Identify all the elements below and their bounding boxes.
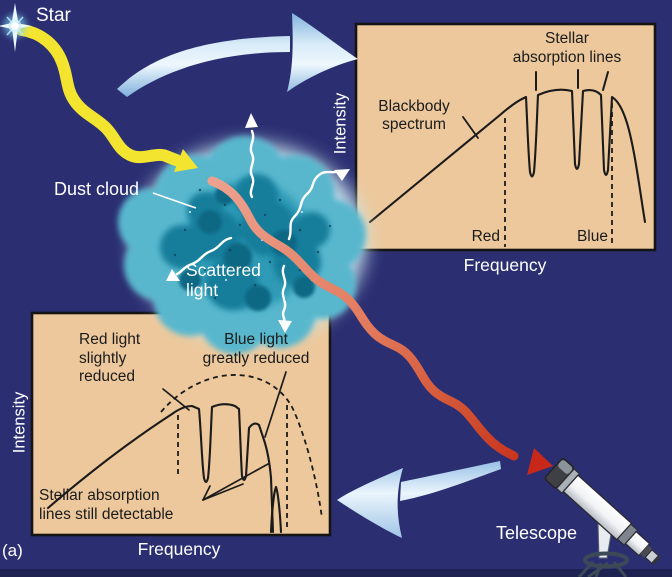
bottom-edge-band <box>0 569 672 577</box>
bottom-panel-x-axis-label: Frequency <box>137 539 221 559</box>
star-label: Star <box>36 5 71 26</box>
blackbody-spectrum-note: Blackbody spectrum <box>378 98 450 133</box>
bottom-panel-y-axis-label: Intensity <box>10 391 29 454</box>
scattered-light-label: Scattered light <box>186 260 261 300</box>
fork-line-3 <box>202 463 269 501</box>
telescope-icon <box>544 458 660 577</box>
yellow-arrowhead <box>174 149 198 172</box>
stellar-absorption-note: Stellar absorption lines <box>512 30 622 66</box>
top-panel-x-axis-label: Frequency <box>463 255 547 275</box>
scatter-arrow-upright <box>287 170 338 241</box>
absorption-tick-3 <box>602 71 609 91</box>
red-arrowhead <box>527 448 553 475</box>
scattered-light-line1: Scattered <box>186 260 261 280</box>
blue-curved-arrow-bottom <box>337 461 501 538</box>
fork-line-1 <box>202 485 211 501</box>
blackbody-leader <box>462 116 479 139</box>
scatter-arrow-up <box>249 129 255 199</box>
reddened-light-arrow <box>207 176 553 475</box>
star-icon <box>0 3 32 52</box>
top-spectrum-panel <box>354 22 657 252</box>
scatter-arrow-downleft <box>175 236 233 276</box>
scatter-arrowhead-downleft <box>166 269 180 281</box>
scatter-arrowhead-upright <box>334 169 350 181</box>
telescope-label: Telescope <box>496 523 578 543</box>
reduced-curve <box>46 403 275 534</box>
blue-marker-label: Blue <box>576 228 608 245</box>
red-light-note: Red light slightly reduced <box>79 331 141 385</box>
bottom-spectrum-panel <box>30 311 332 537</box>
red-note-leader <box>162 388 190 411</box>
red-marker-label: Red <box>471 228 500 245</box>
blackbody-curve <box>368 88 647 224</box>
blue-light-note: Blue light greatly reduced <box>202 331 310 367</box>
scatter-arrowhead-down <box>278 320 292 333</box>
fork-line-2 <box>202 483 244 501</box>
starlight-arrow <box>16 24 198 172</box>
blue-curved-arrow-top <box>117 13 358 97</box>
dust-cloud <box>118 136 366 354</box>
dust-cloud-leader <box>152 192 197 209</box>
original-spectrum-dashed <box>160 374 323 519</box>
scatter-arrowhead-up <box>245 113 258 128</box>
figure-caption-label: (a) <box>2 541 23 560</box>
scattered-light-arrows <box>166 113 350 333</box>
top-panel-y-axis-label: Intensity <box>331 92 350 155</box>
scatter-arrow-down <box>281 264 287 324</box>
blue-note-leader <box>264 371 287 438</box>
absorption-still-detectable-note: Stellar absorption lines still detectabl… <box>39 487 174 523</box>
dust-cloud-label: Dust cloud <box>54 179 140 199</box>
scattered-light-line2: light <box>186 280 219 301</box>
residual-blue-line <box>269 485 283 534</box>
